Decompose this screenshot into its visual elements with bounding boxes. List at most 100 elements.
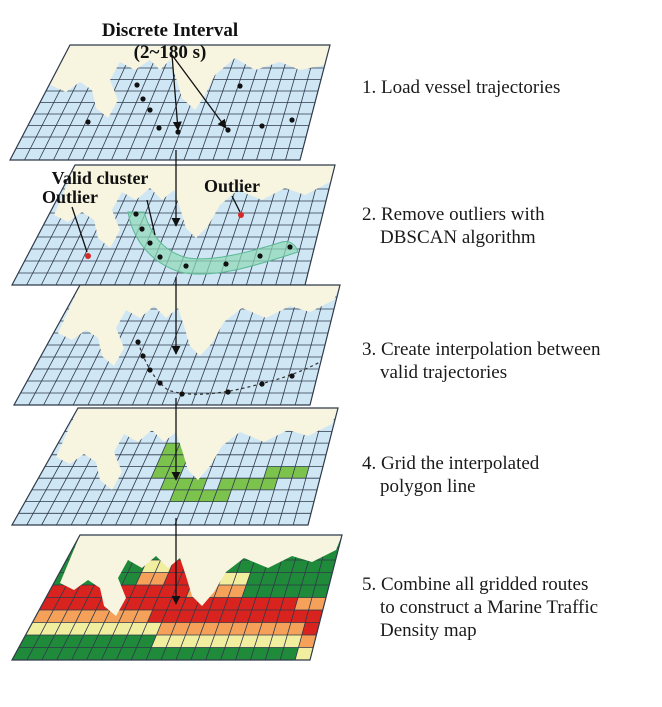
density-cell (228, 585, 247, 598)
outlier-pointer (71, 206, 88, 253)
density-cell (210, 635, 230, 648)
layer-2-remove-outliers (11, 164, 336, 286)
density-cell (190, 647, 211, 660)
density-cell (209, 597, 228, 610)
step-1-text: 1. Load vessel trajectories (362, 77, 560, 98)
density-cell (224, 635, 244, 648)
route-cell (170, 454, 189, 467)
trajectory-point (157, 254, 163, 260)
trajectory-point (175, 129, 181, 135)
step-3-line-2: valid trajectories (380, 362, 507, 383)
density-cell (236, 560, 255, 573)
density-cell (223, 597, 242, 610)
density-cell (92, 635, 113, 648)
step-1-line-1: 1. Load vessel trajectories (362, 77, 560, 98)
density-cell (200, 622, 220, 635)
trajectory-point (147, 240, 153, 246)
trajectory-point (156, 125, 162, 131)
density-cell (190, 610, 210, 623)
density-cell (294, 597, 312, 610)
density-cell (185, 622, 205, 635)
route-cell (198, 489, 218, 502)
density-cell (146, 647, 166, 660)
step-4-line-1: 4. Grid the interpolated (362, 453, 540, 474)
density-cell (214, 585, 233, 598)
layer-1-land (50, 45, 330, 118)
trajectory-point (237, 83, 243, 89)
density-cell (195, 635, 215, 648)
density-cell (112, 622, 133, 635)
density-cell (239, 635, 259, 648)
density-cell (166, 635, 186, 648)
trajectory-point (225, 389, 231, 395)
density-cell (237, 597, 256, 610)
step-5-text: 5. Combine all gridded routes to constru… (362, 574, 598, 641)
density-cell (269, 635, 288, 648)
density-cell (301, 622, 320, 635)
density-cell (56, 647, 78, 660)
density-cell (158, 585, 178, 598)
trajectory-point (179, 391, 185, 397)
route-cell (156, 454, 176, 467)
density-cell (229, 622, 248, 635)
density-cell (305, 560, 323, 573)
layer-5-density-map (10, 534, 343, 661)
density-cell (235, 647, 255, 660)
density-cell (256, 585, 274, 598)
route-cell (188, 478, 208, 490)
density-cell (63, 635, 84, 648)
route-cell (217, 478, 236, 490)
step-5-line-1: 5. Combine all gridded routes (362, 574, 588, 595)
density-cell (270, 585, 288, 598)
density-cell (175, 647, 196, 660)
density-cell (171, 622, 191, 635)
route-cell (245, 478, 264, 490)
density-cell (132, 610, 153, 623)
density-cell (149, 572, 169, 585)
trajectory-point (225, 127, 231, 133)
step-5-line-3: Density map (380, 620, 477, 641)
density-cell (301, 572, 319, 585)
trajectory-point (287, 244, 293, 250)
density-cell (246, 572, 265, 585)
layer-1-border (9, 44, 331, 161)
density-cell (124, 597, 144, 610)
layer-4-gridded-route (10, 407, 339, 526)
interval-pointer (171, 54, 182, 131)
layer-1-load-trajectories (9, 44, 331, 161)
outlier-pointer (231, 195, 241, 213)
trajectory-point (133, 211, 139, 217)
density-cell (242, 585, 261, 598)
step-2-text: 2. Remove outliers with DBSCAN algorithm (362, 204, 545, 248)
layer-2-points (85, 211, 293, 269)
density-cell (287, 622, 306, 635)
density-cell (181, 597, 200, 610)
density-cell (163, 572, 183, 585)
density-cell (71, 647, 93, 660)
density-cell (312, 585, 330, 598)
density-cell (298, 635, 317, 648)
density-cell (273, 572, 292, 585)
step-2-line-1: 2. Remove outliers with (362, 204, 545, 225)
layer-3-land (58, 285, 340, 366)
outlier-point (238, 212, 244, 218)
density-cell (254, 635, 273, 648)
density-cell (318, 560, 336, 573)
discrete-interval-range: (2~180 s) (134, 42, 207, 63)
density-cell (262, 610, 281, 623)
density-cell (101, 647, 122, 660)
density-cell (107, 635, 128, 648)
density-cell (258, 622, 277, 635)
density-cell (144, 585, 164, 598)
density-cell (138, 597, 158, 610)
cluster-pointer (146, 199, 156, 236)
density-cell (180, 635, 201, 648)
density-cell (151, 635, 171, 648)
density-cell (272, 622, 291, 635)
trajectory-point (223, 261, 229, 267)
density-cell (136, 635, 157, 648)
density-cell (266, 597, 284, 610)
density-cell (147, 610, 167, 623)
trajectory-point (257, 253, 263, 259)
density-cell (121, 572, 142, 585)
